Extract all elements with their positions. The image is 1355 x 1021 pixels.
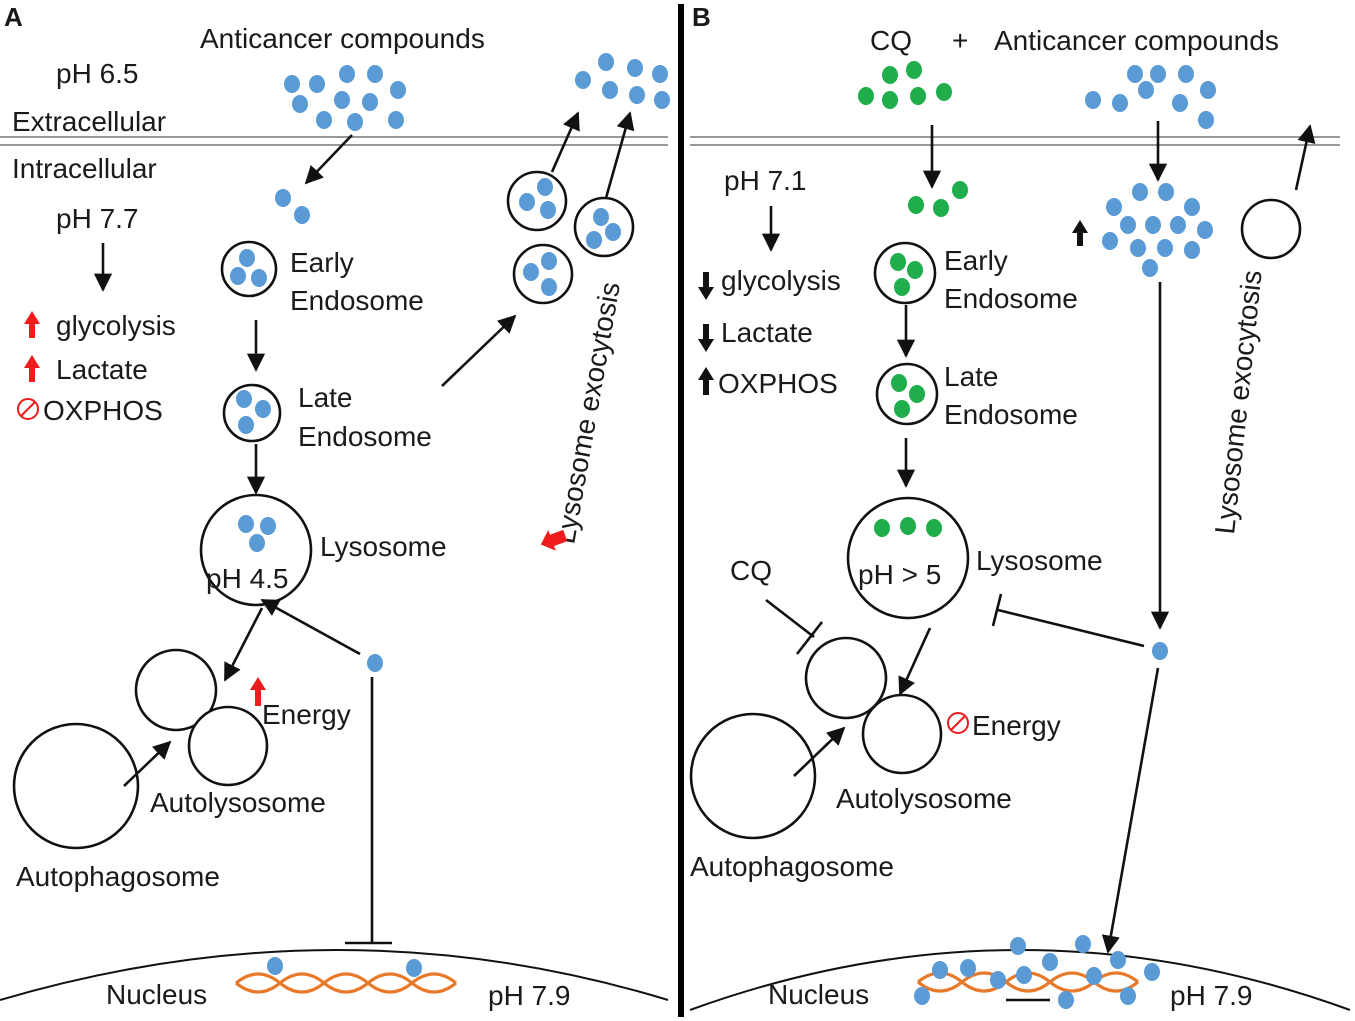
panel-a-dna-bound-compound	[267, 957, 283, 975]
panel-b-accumulated-compounds	[1102, 183, 1213, 277]
panel-a-energy-label: Energy	[262, 699, 351, 730]
blocked-icon	[947, 712, 969, 734]
panel-b-cq-label: CQ	[870, 25, 912, 56]
panel-b-early-endosome	[873, 241, 937, 305]
panel-b-intracellular-ph: pH 7.1	[724, 165, 807, 196]
panel-b-lactate: Lactate	[721, 317, 813, 348]
panel-a-early-endosome-label: Endosome	[290, 285, 424, 316]
panel-a-extracellular-label: Extracellular	[12, 106, 166, 137]
panel-a-glycolysis: glycolysis	[56, 310, 176, 341]
panel-a-arrow-to-exocytosis	[441, 314, 517, 387]
panel-a-late-endosome	[222, 383, 282, 443]
panel-a-extracellular-ph: pH 6.5	[56, 58, 139, 89]
panel-b-cq-autophagy-inhibition	[765, 598, 824, 655]
panel-a-late-endosome-label: Endosome	[298, 421, 432, 452]
panel-a-intracellular-label: Intracellular	[12, 153, 157, 184]
panel-a-uptake-arrow	[304, 134, 353, 185]
panel-b-early-endosome-label: Endosome	[944, 283, 1078, 314]
panel-a-nucleus-label: Nucleus	[106, 979, 207, 1010]
panel-a-free-compound	[367, 654, 383, 672]
panel-a-letter: A	[4, 2, 23, 32]
panel-a-exocytosis-release-arrow	[550, 111, 580, 173]
panel-b-cq-inhibitor-label: CQ	[730, 555, 772, 586]
panel-a-autophagosome	[12, 722, 140, 850]
panel-a-arrow-compound-to-lysosome	[260, 598, 361, 656]
panel-b-plus: +	[952, 25, 968, 56]
panel-b-late-endosome-label: Endosome	[944, 399, 1078, 430]
panel-b-dna-bound-compounds	[914, 935, 1160, 1009]
increase-arrow-icon	[1072, 220, 1088, 246]
panel-b-lysosome	[846, 496, 970, 620]
panel-b-nucleus-ph: pH 7.9	[1170, 980, 1253, 1011]
panel-b-arrow-compound-to-nucleus	[1101, 667, 1160, 954]
panel-a-autophagosome-label: Autophagosome	[16, 861, 220, 892]
increase-arrow-icon	[698, 367, 714, 395]
panel-a-compounds-label: Anticancer compounds	[200, 23, 485, 54]
panel-a-oxphos: OXPHOS	[43, 395, 163, 426]
panel-b-exocytosis-vesicle	[1240, 198, 1302, 260]
panel-a-exocytosis-release-arrow	[604, 111, 635, 199]
panel-a-nucleus-inhibition	[345, 677, 392, 945]
increase-arrow-icon	[24, 355, 40, 382]
panel-b-internalized-cq	[908, 181, 968, 217]
panel-b-letter: B	[692, 2, 711, 32]
panel-b-exocytosis-release-arrow	[1294, 124, 1316, 191]
panel-b-fusing-lysosome	[804, 636, 888, 720]
panel-b-oxphos: OXPHOS	[718, 368, 838, 399]
panel-b-compound-cluster	[1085, 65, 1216, 129]
decrease-arrow-icon	[698, 272, 714, 300]
panel-b-glycolysis: glycolysis	[721, 265, 841, 296]
panel-a-compound-cluster	[284, 65, 406, 131]
panel-b-lysosome-label: Lysosome	[976, 545, 1103, 576]
panel-b-free-compound	[1152, 642, 1168, 660]
panel-b-nucleus-label: Nucleus	[768, 979, 869, 1010]
panel-a-dna-bound-compound	[406, 959, 422, 977]
plasma-membrane-b	[690, 136, 1340, 146]
increase-arrow-icon	[250, 677, 266, 706]
panel-a-late-endosome-label: Late	[298, 382, 353, 413]
panel-a-arrow-lysosome-to-autolysosome	[223, 607, 264, 682]
panel-b-cq-cluster	[858, 61, 952, 109]
panel-b-arrow-autophagosome-fusion	[793, 726, 846, 777]
panel-a-released-compounds	[575, 53, 670, 109]
panel-a-nucleus-ph: pH 7.9	[488, 980, 571, 1011]
panel-b-lysosome-inhibition	[991, 593, 1145, 648]
panel-b-autolysosome-label: Autolysosome	[836, 783, 1012, 814]
panel-a-autolysosome-label: Autolysosome	[150, 787, 326, 818]
panel-b-lysosome-ph: pH > 5	[858, 559, 941, 590]
panel-b-late-endosome-label: Late	[944, 361, 999, 392]
plasma-membrane-a	[0, 136, 668, 146]
panel-b-autophagosome	[689, 712, 817, 840]
decrease-arrow-icon	[698, 324, 714, 352]
panel-a-dna	[234, 972, 458, 994]
panel-a-exocytosis-vesicle	[506, 170, 568, 232]
panel-a-lysosome-label: Lysosome	[320, 531, 447, 562]
panel-a-exocytosis-vesicle	[512, 243, 574, 305]
panel-b-early-endosome-label: Early	[944, 245, 1008, 276]
panel-a-arrow-autophagosome-fusion	[123, 740, 172, 787]
panel-a-exocytosis-label: Lysosome exocytosis	[549, 280, 626, 546]
panel-a-fusing-lysosome	[134, 648, 218, 732]
nuclear-envelope-a	[0, 949, 669, 1001]
panel-a-early-endosome-label: Early	[290, 247, 354, 278]
blocked-icon	[17, 398, 39, 420]
panel-a-internalized-compound	[275, 189, 310, 224]
panel-b-autolysosome	[861, 693, 943, 775]
panel-b-autophagosome-label: Autophagosome	[690, 851, 894, 882]
increase-arrow-icon	[24, 311, 40, 338]
panel-b-arrow-lysosome-to-autolysosome	[898, 627, 932, 696]
panel-a-autolysosome	[187, 705, 269, 787]
panel-b-energy-label: Energy	[972, 710, 1061, 741]
panel-b-compounds-label: Anticancer compounds	[994, 25, 1279, 56]
panel-b-exocytosis-label: Lysosome exocytosis	[1209, 269, 1268, 536]
increase-arrow-icon	[540, 529, 568, 551]
panel-a-exocytosis-vesicle	[573, 196, 635, 258]
panel-a-intracellular-ph: pH 7.7	[56, 203, 139, 234]
panel-a-lysosome-ph: pH 4.5	[206, 563, 289, 594]
panel-a-lactate: Lactate	[56, 354, 148, 385]
